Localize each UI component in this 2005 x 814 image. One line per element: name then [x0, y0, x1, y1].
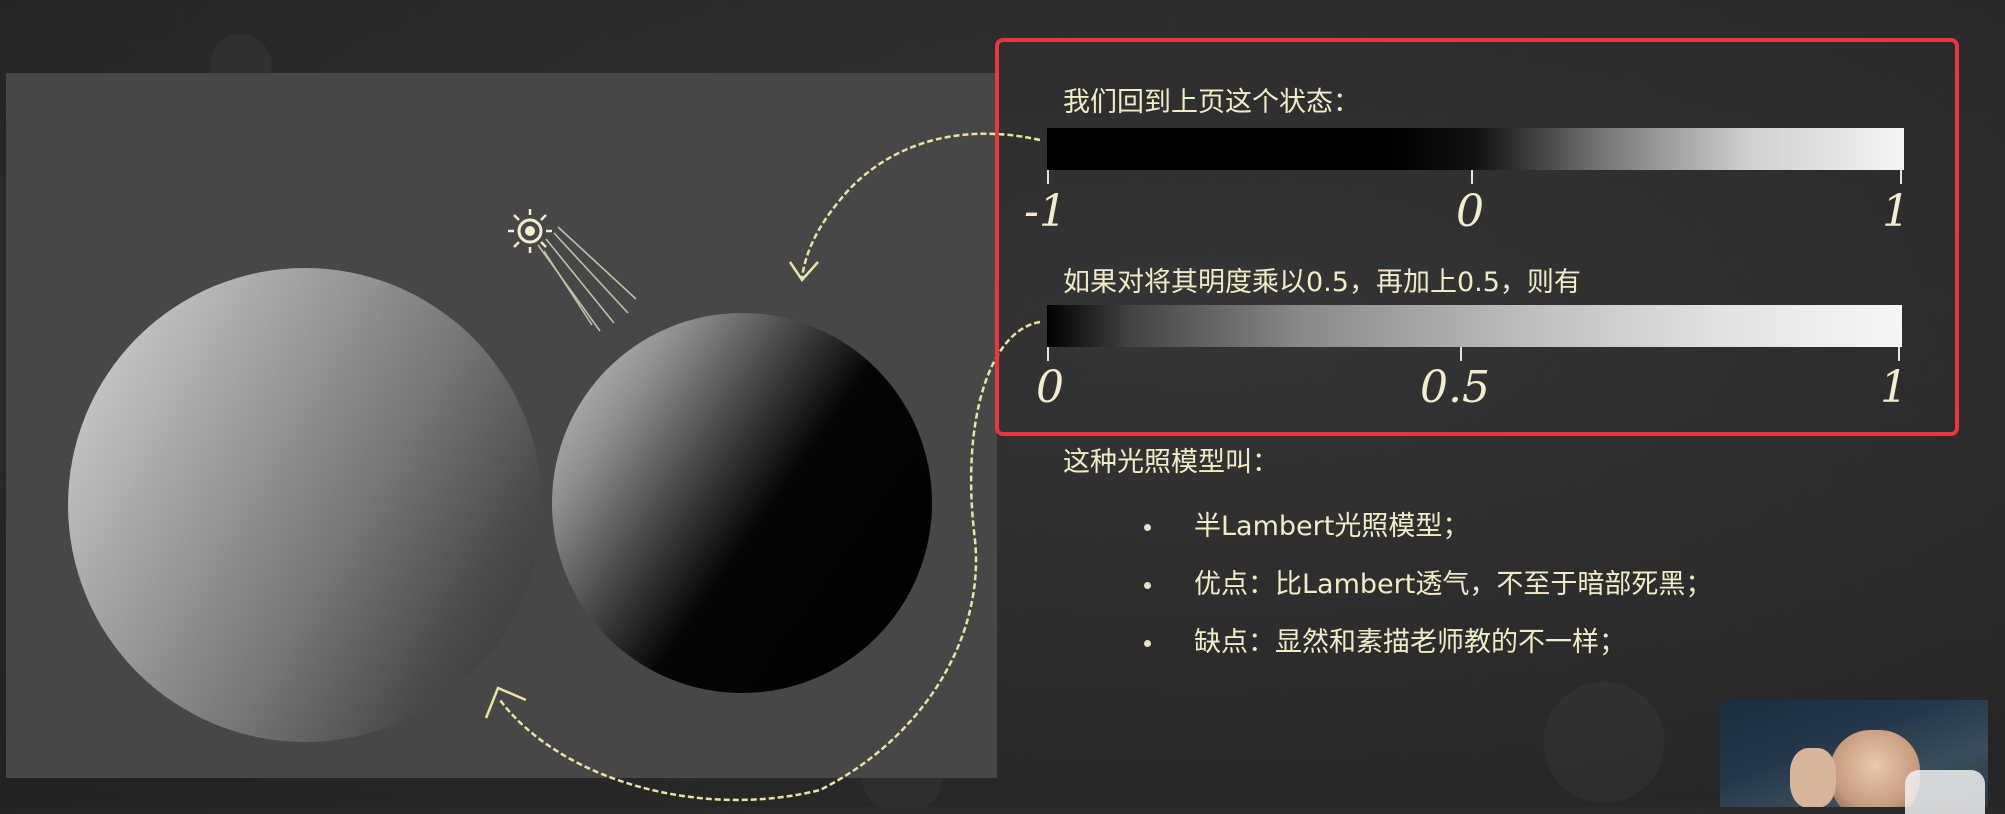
sun-icon	[508, 209, 637, 332]
bullet-list: 半Lambert光照模型； 优点：比Lambert透气，不至于暗部死黑； 缺点：…	[1138, 498, 1712, 672]
highlight-box	[995, 38, 1959, 436]
tick-mark	[1460, 347, 1462, 361]
scale-label-one: 1	[1882, 186, 1910, 237]
tick-mark	[1047, 170, 1049, 184]
bullet-icon	[1144, 524, 1151, 531]
bullet-text: 优点：比Lambert透气，不至于暗部死黑；	[1194, 569, 1713, 600]
scale-label-half: 0.5	[1420, 362, 1490, 413]
caption-line2: 如果对将其明度乘以0.5，再加上0.5，则有	[1063, 267, 1581, 298]
tick-mark	[1471, 170, 1473, 184]
scale-label-zero: 0	[1456, 186, 1484, 237]
half-lambert-sphere	[68, 268, 542, 742]
render-panel	[6, 73, 997, 778]
tick-mark	[1900, 170, 1902, 184]
caption-line1: 我们回到上页这个状态：	[1063, 87, 1360, 118]
scale-label-one-half: 1	[1880, 362, 1908, 413]
watermark-icon	[1905, 770, 1985, 814]
bullet-text: 缺点：显然和素描老师教的不一样；	[1194, 627, 1626, 658]
caption-line3: 这种光照模型叫：	[1063, 447, 1279, 478]
tick-mark	[1898, 347, 1900, 361]
bullet-text: 半Lambert光照模型；	[1194, 511, 1470, 542]
list-item: 半Lambert光照模型；	[1138, 498, 1712, 556]
presenter-hand	[1790, 748, 1836, 807]
scale-label-zero-half: 0	[1036, 362, 1064, 413]
gradient-bar-full	[1047, 128, 1904, 170]
scale-label-minus-one: -1	[1024, 186, 1067, 237]
list-item: 优点：比Lambert透气，不至于暗部死黑；	[1138, 556, 1712, 614]
lambert-sphere	[552, 313, 932, 693]
tick-mark	[1047, 347, 1049, 361]
bullet-icon	[1144, 640, 1151, 647]
list-item: 缺点：显然和素描老师教的不一样；	[1138, 614, 1712, 672]
gradient-bar-half	[1047, 305, 1902, 347]
bullet-icon	[1144, 582, 1151, 589]
